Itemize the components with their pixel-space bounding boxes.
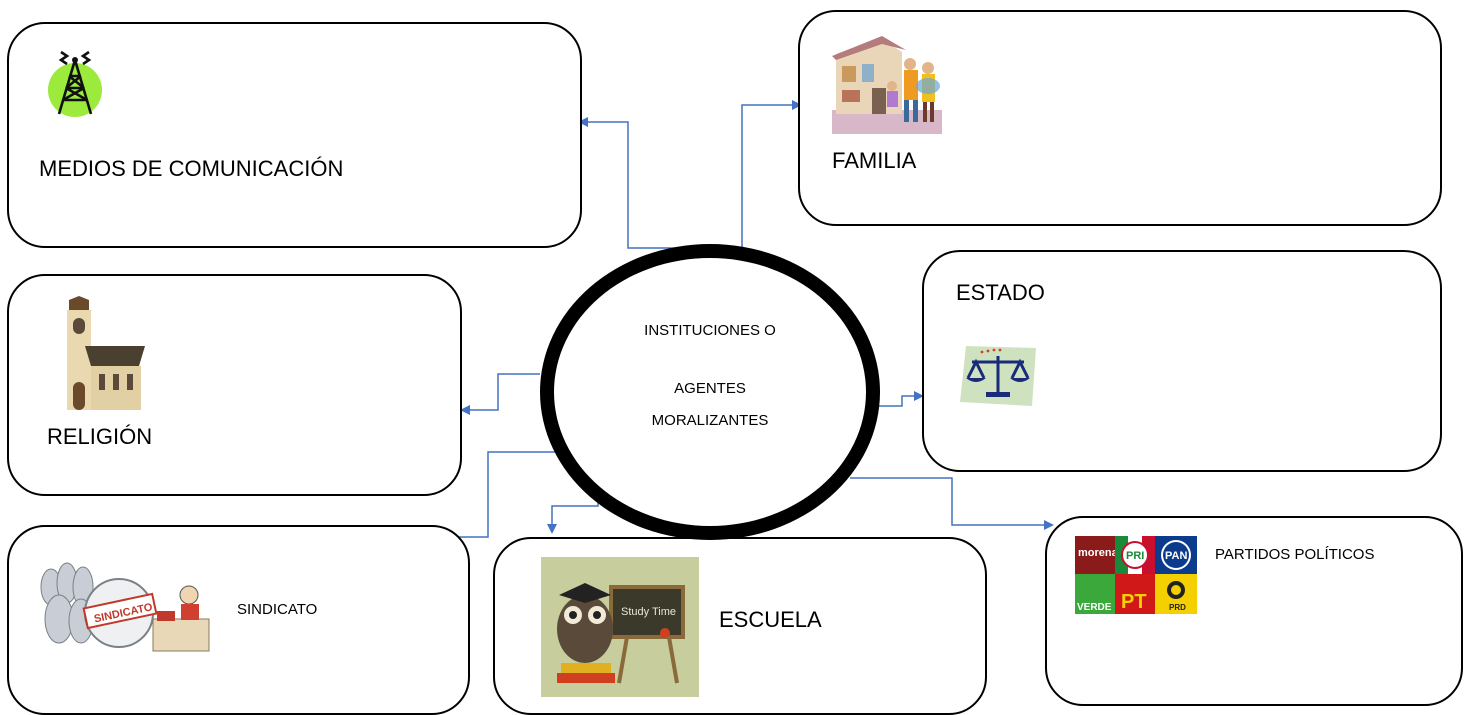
- node-familia-label: FAMILIA: [832, 148, 917, 173]
- svg-text:morena: morena: [1078, 547, 1119, 559]
- node-religion: RELIGIÓN: [7, 274, 462, 496]
- node-estado: ESTADO: [922, 250, 1442, 472]
- node-medios-label: MEDIOS DE COMUNICACIÓN: [39, 156, 344, 181]
- node-partidos: morena PRI PAN VERDE PT PRD PARTIDOS POL…: [1045, 516, 1463, 706]
- church-icon: [67, 296, 145, 410]
- center-line-3: MORALIZANTES: [651, 412, 769, 429]
- radio-tower-icon: [48, 50, 102, 117]
- svg-text:PRI: PRI: [1126, 550, 1144, 562]
- connector-familia: [740, 100, 802, 249]
- node-religion-label: RELIGIÓN: [47, 424, 153, 449]
- center-ellipse: INSTITUCIONES O AGENTES MORALIZANTES: [540, 244, 880, 540]
- owl-school-icon: Study Time: [541, 557, 699, 697]
- connector-medios: [578, 117, 740, 249]
- balance-scale-icon: [960, 346, 1036, 406]
- party-logos-icon: morena PRI PAN VERDE PT PRD: [1075, 536, 1197, 614]
- center-line-1: INSTITUCIONES O: [644, 322, 776, 339]
- node-sindicato-label: SINDICATO: [237, 601, 318, 618]
- svg-text:PAN: PAN: [1165, 550, 1187, 562]
- node-estado-label: ESTADO: [956, 280, 1045, 305]
- node-sindicato: SINDICATO SINDICATO: [7, 525, 470, 715]
- union-protest-icon: SINDICATO: [40, 562, 210, 652]
- family-house-icon: [832, 36, 942, 134]
- node-escuela: Study Time ESCUELA: [493, 537, 987, 715]
- node-escuela-label: ESCUELA: [719, 607, 822, 632]
- center-line-2: AGENTES: [674, 380, 746, 397]
- connector-religion: [460, 373, 540, 415]
- node-medios: MEDIOS DE COMUNICACIÓN: [7, 22, 582, 248]
- svg-text:VERDE: VERDE: [1077, 602, 1112, 613]
- svg-text:PT: PT: [1121, 591, 1147, 613]
- node-familia: FAMILIA: [798, 10, 1442, 226]
- connector-sindicato: [450, 451, 560, 538]
- connector-estado: [876, 391, 924, 407]
- node-partidos-label: PARTIDOS POLÍTICOS: [1215, 546, 1375, 563]
- svg-text:PRD: PRD: [1169, 603, 1186, 612]
- study-board-text: Study Time: [621, 606, 676, 618]
- connector-partidos: [850, 477, 1054, 530]
